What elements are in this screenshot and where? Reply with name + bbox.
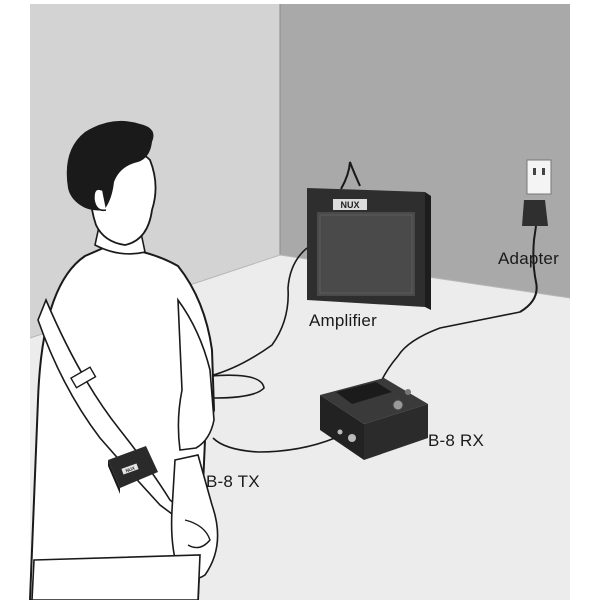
amplifier-label: Amplifier: [309, 311, 377, 330]
strap-buckle: [70, 366, 97, 389]
receiver-pedal-icon: [320, 378, 428, 460]
power-cable: [379, 311, 521, 385]
transmitter-label: B-8 TX: [206, 472, 260, 491]
guitar-strap-end: [184, 519, 211, 549]
person-figure: [28, 120, 219, 601]
adapter-icon: [519, 200, 548, 313]
amplifier-icon: NUX: [307, 161, 431, 310]
adapter-label: Adapter: [498, 249, 559, 268]
ear: [93, 188, 107, 212]
instrument-cable: [212, 437, 336, 453]
pants: [31, 554, 201, 601]
transmitter-icon: NUX: [108, 446, 158, 494]
tx-logo: NUX: [125, 465, 136, 473]
hair: [66, 120, 154, 211]
amp-logo: NUX: [340, 200, 359, 210]
arm: [177, 297, 215, 451]
amplifier-cable: [209, 247, 308, 399]
wall-outlet: [526, 159, 552, 195]
receiver-label: B-8 RX: [428, 431, 484, 450]
